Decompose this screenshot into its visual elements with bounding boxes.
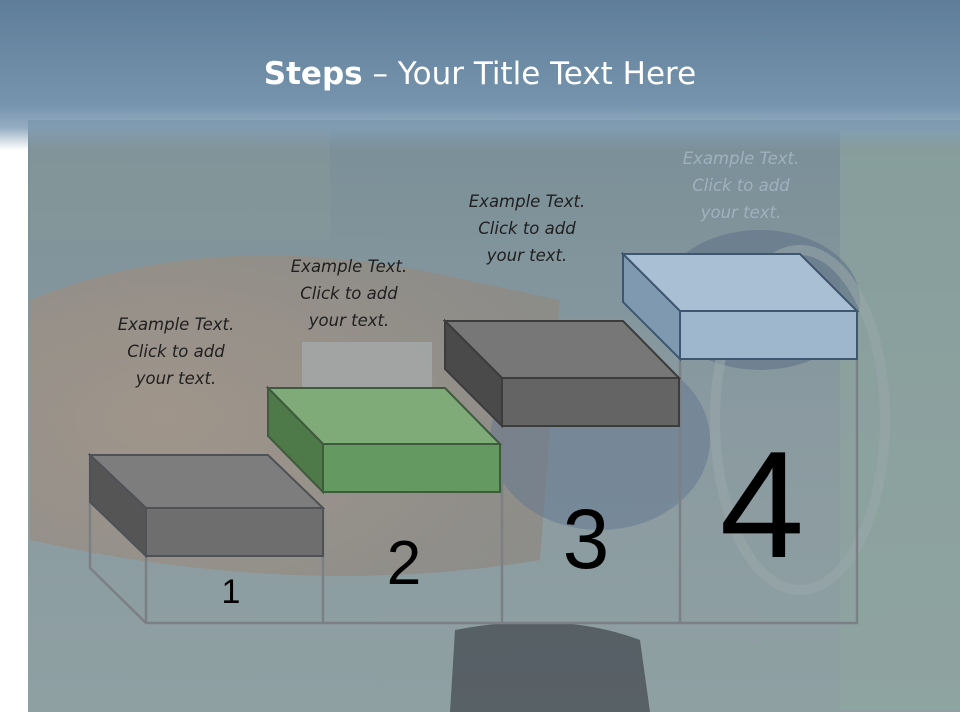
step-number-1: 1: [222, 573, 241, 611]
step-block-3[interactable]: [442, 318, 682, 429]
slide-title[interactable]: Steps – Your Title Text Here: [263, 56, 697, 92]
step-block-2[interactable]: [265, 385, 503, 495]
title-bar: [0, 0, 960, 150]
step-number-2: 2: [387, 529, 421, 598]
step-number-3: 3: [563, 492, 610, 586]
step-block-4[interactable]: [620, 251, 860, 362]
step-block-1[interactable]: [87, 452, 326, 559]
step-number-4: 4: [720, 420, 805, 590]
